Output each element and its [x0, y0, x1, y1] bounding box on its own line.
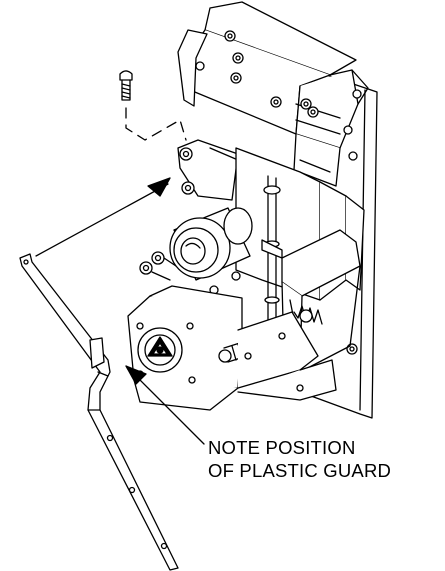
note-line-1: NOTE POSITION: [208, 437, 356, 458]
lower-housing: [237, 311, 337, 401]
arrow-to-arm: [35, 177, 171, 257]
spring-icon: [293, 305, 323, 325]
plastic-guard: [19, 253, 179, 571]
motor-block: [127, 285, 243, 411]
guard-position-note: NOTE POSITION OF PLASTIC GUARD: [208, 436, 440, 482]
top-bracket: [177, 1, 369, 187]
screw-icon: [119, 70, 133, 101]
arrow-to-guard: [125, 365, 205, 445]
mounting-arm: [177, 139, 241, 201]
pushrod: [261, 175, 283, 355]
dashed-guide-line: [125, 107, 187, 141]
drum-coupling: [169, 207, 253, 295]
note-line-2: OF PLASTIC GUARD: [208, 460, 392, 481]
ring-lugs: [139, 251, 177, 281]
